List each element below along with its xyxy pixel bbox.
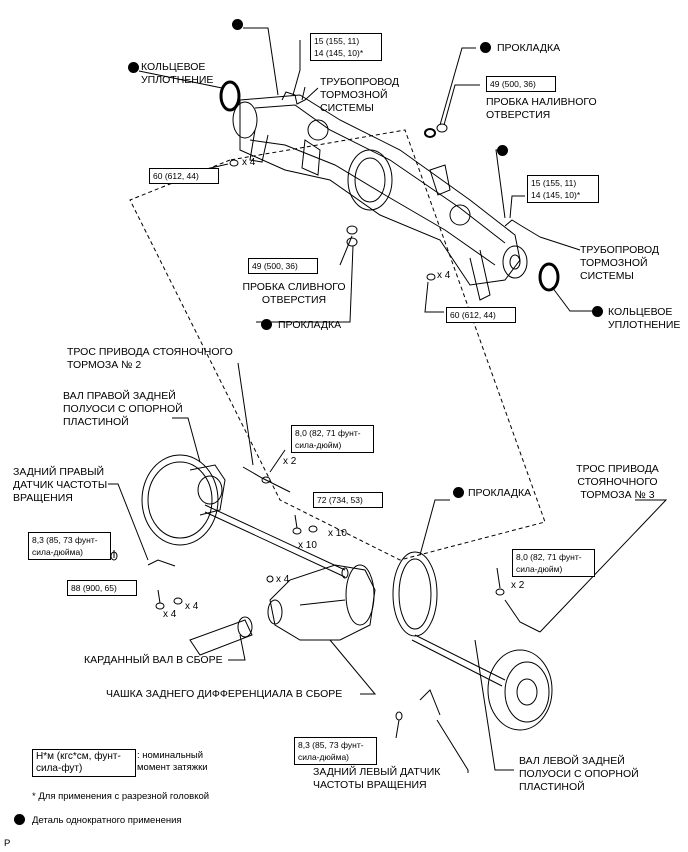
left-axle-shaft-label: ВАЛ ЛЕВОЙ ЗАДНЕЙ ПОЛУОСИ С ОПОРНОЙ ПЛАСТ… <box>519 755 639 793</box>
gasket-diff-label: ПРОКЛАДКА <box>468 487 532 499</box>
single-use-marker-icon <box>592 306 603 317</box>
diff-nut-qty-b: x 10 <box>298 540 317 551</box>
differential-gasket <box>392 551 438 637</box>
nut-right-qty: x 4 <box>437 270 451 281</box>
nut-right <box>426 273 436 281</box>
nut-right-torque-box: 60 (612, 44) <box>446 307 516 323</box>
cable-3-torque-box: 8,0 (82, 71 фунт- сила-дюйм) <box>512 549 595 577</box>
differential-carrier <box>267 564 376 641</box>
rear-axle-housing <box>232 94 528 301</box>
parking-brake-cable-2-label: ТРОС ПРИВОДА СТОЯНОЧНОГО ТОРМОЗА № 2 <box>67 346 233 371</box>
filler-plug <box>424 123 448 138</box>
gasket-drain-label: ПРОКЛАДКА <box>278 319 342 331</box>
prop-shaft-qty-a: x 4 <box>185 601 199 612</box>
single-use-marker-icon <box>497 145 508 156</box>
legend-torque-key-desc: : номинальный момент затяжки <box>137 750 208 773</box>
propeller-shaft-label: КАРДАННЫЙ ВАЛ В СБОРЕ <box>84 654 223 666</box>
single-use-marker-icon <box>232 19 243 30</box>
drain-plug <box>346 225 358 247</box>
cable-2-torque-box: 8,0 (82, 71 фунт- сила-дюйм) <box>291 425 374 453</box>
brake-line-left-label: ТРУБОПРОВОД ТОРМОЗНОЙ СИСТЕМЫ <box>320 76 399 114</box>
right-speed-sensor-label: ЗАДНИЙ ПРАВЫЙ ДАТЧИК ЧАСТОТЫ ВРАЩЕНИЯ <box>13 466 108 504</box>
parking-brake-cable-2 <box>242 466 291 493</box>
parking-brake-cable-3 <box>495 588 541 633</box>
o-ring-left-label: КОЛЬЦЕВОЕ УПЛОТНЕНИЕ <box>141 61 214 86</box>
nut-left-torque-box: 60 (612, 44) <box>149 168 219 184</box>
legend-torque-key-box: Н*м (кгс*см, фунт- сила-фут) <box>32 749 136 777</box>
diff-nut-torque-box: 72 (734, 53) <box>313 492 383 508</box>
legend-single-use: Деталь однократного применения <box>32 815 182 826</box>
left-sensor-torque-box: 8,3 (85, 73 фунт- сила-дюйма) <box>294 737 377 765</box>
single-use-marker-icon <box>453 487 464 498</box>
prop-shaft-torque-box: 88 (900, 65) <box>67 580 137 596</box>
o-ring-right <box>538 262 560 292</box>
diff-carrier-qty: x 4 <box>276 574 290 585</box>
right-sensor-torque-box: 8,3 (85, 73 фунт- сила-дюйма) <box>28 532 111 560</box>
single-use-marker-icon <box>14 814 25 825</box>
parking-brake-cable-3-label: ТРОС ПРИВОДА СТОЯНОЧНОГО ТОРМОЗА № 3 <box>576 463 659 501</box>
gasket-top-label: ПРОКЛАДКА <box>497 42 561 54</box>
cable-3-qty: x 2 <box>511 580 525 591</box>
prop-shaft-qty-b: x 4 <box>163 609 177 620</box>
left-speed-sensor <box>395 689 441 721</box>
single-use-marker-icon <box>128 62 139 73</box>
single-use-marker-icon <box>480 42 491 53</box>
right-speed-sensor <box>110 551 176 567</box>
differential-carrier-label: ЧАШКА ЗАДНЕГО ДИФФЕРЕНЦИАЛА В СБОРЕ <box>106 688 343 700</box>
o-ring-right-label: КОЛЬЦЕВОЕ УПЛОТНЕНИЕ <box>608 306 681 331</box>
filler-plug-torque-box: 49 (500, 36) <box>486 76 556 92</box>
left-axle-shaft-backing-plate <box>411 634 553 731</box>
legend-footnote: * Для применения с разрезной головкой <box>32 791 210 802</box>
brake-line-right <box>504 219 541 238</box>
filler-plug-label: ПРОБКА НАЛИВНОГО ОТВЕРСТИЯ <box>486 96 597 121</box>
corner-mark: P <box>4 838 11 849</box>
nut-left <box>229 159 239 167</box>
brake-line-right-torque-box: 15 (155, 11) 14 (145, 10)* <box>527 175 599 203</box>
assembly-dashed-outline <box>129 129 546 561</box>
diff-nut-qty-a: x 10 <box>328 528 347 539</box>
propeller-shaft <box>155 597 253 656</box>
drain-plug-torque-box: 49 (500, 36) <box>248 258 318 274</box>
brake-line-left-torque-box: 15 (155, 11) 14 (145, 10)* <box>310 33 382 61</box>
right-axle-shaft-backing-plate <box>141 454 349 579</box>
o-ring-left <box>219 80 241 112</box>
cable-2-qty: x 2 <box>283 456 297 467</box>
right-axle-shaft-label: ВАЛ ПРАВОЙ ЗАДНЕЙ ПОЛУОСИ С ОПОРНОЙ ПЛАС… <box>63 390 183 428</box>
drain-plug-label: ПРОБКА СЛИВНОГО ОТВЕРСТИЯ <box>242 281 346 306</box>
nut-left-qty: x 4 <box>242 157 256 168</box>
brake-line-left <box>281 87 319 105</box>
left-speed-sensor-label: ЗАДНИЙ ЛЕВЫЙ ДАТЧИК ЧАСТОТЫ ВРАЩЕНИЯ <box>313 766 441 791</box>
single-use-marker-icon <box>261 319 272 330</box>
brake-line-right-label: ТРУБОПРОВОД ТОРМОЗНОЙ СИСТЕМЫ <box>580 244 659 282</box>
